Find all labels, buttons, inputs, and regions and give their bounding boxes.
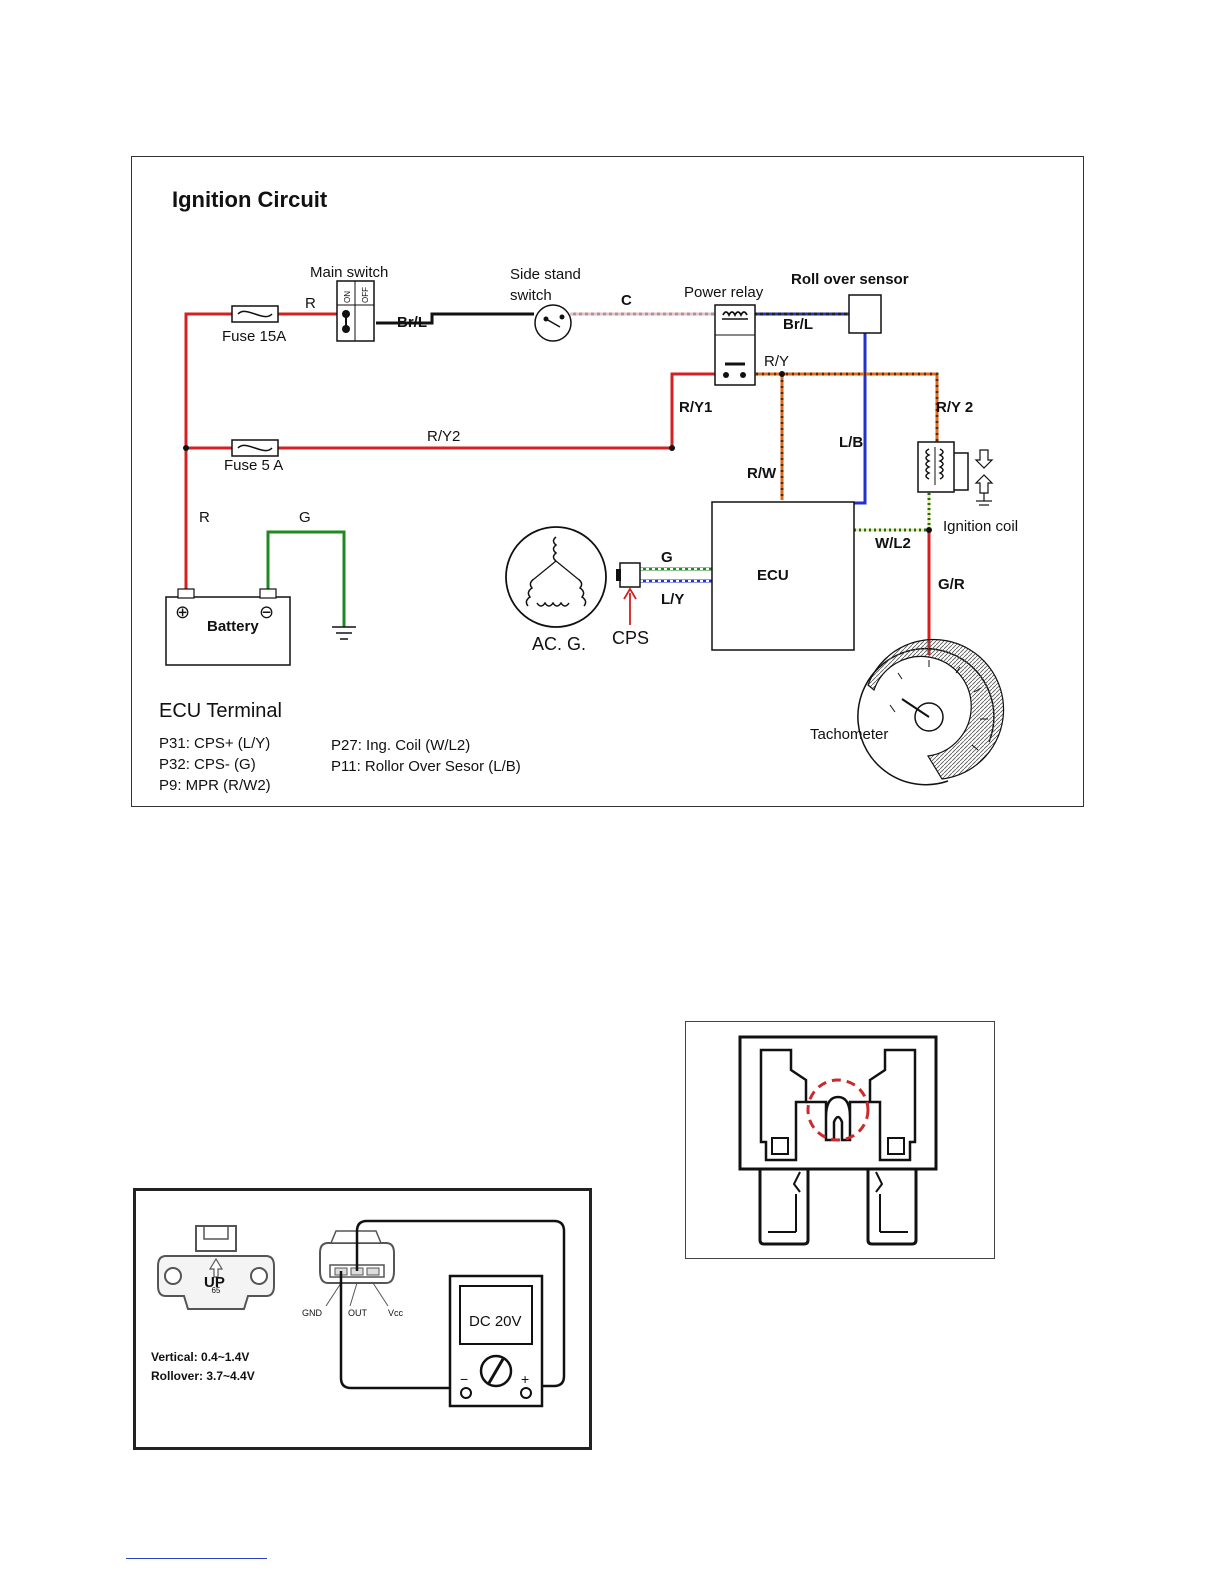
wire-label-c: C	[621, 292, 632, 309]
side-stand-label-1: Side stand	[510, 266, 581, 283]
sensor-test-canvas: 65 UP GND OUT Vcc DC 20V − + Vertical: 0…	[151, 1219, 566, 1408]
junction-dot	[926, 527, 932, 533]
fuse-15a	[231, 305, 279, 323]
wire-label-wl2: W/L2	[875, 535, 911, 552]
ecu-terminal-heading: ECU Terminal	[159, 700, 282, 722]
switch-on-label: ON	[343, 291, 352, 303]
probe-wire-negative	[339, 1271, 464, 1390]
probe-wire-positive	[355, 1219, 566, 1388]
circuit-canvas: Ignition Circuit Fuse 15A Fuse	[159, 187, 1018, 794]
spec-vertical: Vertical: 0.4~1.4V	[151, 1350, 249, 1364]
junction-dot	[669, 445, 675, 451]
ecu-terminal-p11: P11: Rollor Over Sesor (L/B)	[331, 758, 521, 775]
junction-dot	[779, 371, 785, 377]
fuse-5a-label: Fuse 5 A	[224, 457, 283, 474]
ecu-label: ECU	[757, 567, 789, 584]
roll-over-sensor-test-diagram: 65 UP GND OUT Vcc DC 20V − + Vertical: 0…	[133, 1188, 592, 1450]
ac-generator-label: AC. G.	[532, 634, 586, 654]
meter-plus-icon: +	[521, 1371, 529, 1387]
junction-dot	[183, 445, 189, 451]
wire-label-rw: R/W	[747, 465, 777, 482]
wire-r-main	[184, 312, 232, 594]
pin-out-label: OUT	[348, 1308, 368, 1318]
wire-label-ly-cps: L/Y	[661, 591, 684, 608]
wire-label-ry1: R/Y1	[679, 399, 712, 416]
wire-label-brl: Br/L	[397, 314, 427, 331]
ecu-terminal-p9: P9: MPR (R/W2)	[159, 777, 271, 794]
svg-text:65: 65	[212, 1286, 221, 1295]
pin-gnd-label: GND	[302, 1308, 323, 1318]
wire-label-ry2: R/Y2	[427, 428, 460, 445]
ignition-circuit-diagram: Ignition Circuit Fuse 15A Fuse	[131, 156, 1084, 807]
wire-label-ry: R/Y	[764, 353, 789, 370]
switch-off-label: OFF	[361, 287, 370, 303]
ground-icon	[332, 626, 356, 640]
cps-label: CPS	[612, 628, 649, 648]
side-stand-label-2: switch	[510, 287, 552, 304]
wire-label-r: R	[305, 295, 316, 312]
battery-label: Battery	[207, 618, 259, 635]
battery-minus-icon: ⊖	[259, 602, 274, 622]
tachometer-label: Tachometer	[810, 726, 888, 743]
ignition-coil-label: Ignition coil	[943, 518, 1018, 535]
tachometer-gauge	[857, 638, 1005, 786]
wire-ry2	[278, 372, 715, 450]
cps-sensor	[616, 562, 641, 625]
pin-vcc-label: Vcc	[388, 1308, 404, 1318]
wire-label-g-battery: G	[299, 509, 311, 526]
wire-label-gr: G/R	[938, 576, 965, 593]
fuse-5a	[231, 439, 279, 457]
multimeter	[448, 1274, 544, 1408]
wire-brl-left	[376, 312, 534, 325]
wire-g-battery	[266, 530, 346, 627]
side-stand-switch	[534, 304, 572, 342]
spec-rollover: Rollover: 3.7~4.4V	[151, 1369, 255, 1383]
fuse-15a-label: Fuse 15A	[222, 328, 286, 345]
blade-fuse-diagram	[685, 1021, 995, 1259]
wire-ry	[744, 372, 939, 442]
fuse-element-highlight	[806, 1078, 870, 1142]
wire-lb	[854, 333, 867, 505]
ignition-coil	[917, 441, 994, 506]
diagram-title: Ignition Circuit	[172, 187, 328, 212]
ecu-terminal-p32: P32: CPS- (G)	[159, 756, 256, 773]
power-relay	[714, 304, 756, 386]
ecu-terminal-p31: P31: CPS+ (L/Y)	[159, 735, 270, 752]
battery	[165, 588, 291, 666]
power-relay-label: Power relay	[684, 284, 764, 301]
ac-generator	[505, 526, 607, 628]
main-switch	[336, 280, 375, 342]
wire-label-r-battery: R	[199, 509, 210, 526]
ecu-box	[711, 501, 855, 651]
wire-label-lb: L/B	[839, 434, 863, 451]
wire-label-ry2-coil: R/Y 2	[936, 399, 973, 416]
sensor-up-label: UP	[204, 1274, 225, 1291]
wire-label-g-cps: G	[661, 549, 673, 566]
fuse-canvas	[738, 1035, 938, 1246]
ecu-terminal-p27: P27: Ing. Coil (W/L2)	[331, 737, 470, 754]
wire-label-brl-right: Br/L	[783, 316, 813, 333]
footnote-rule	[126, 1558, 267, 1559]
main-switch-label: Main switch	[310, 264, 388, 281]
meter-minus-icon: −	[460, 1371, 468, 1387]
battery-plus-icon: ⊕	[175, 602, 190, 622]
meter-display: DC 20V	[469, 1313, 522, 1330]
roll-over-sensor-body: 65	[157, 1225, 275, 1310]
roll-over-sensor	[848, 294, 882, 334]
roll-over-sensor-label: Roll over sensor	[791, 271, 909, 288]
